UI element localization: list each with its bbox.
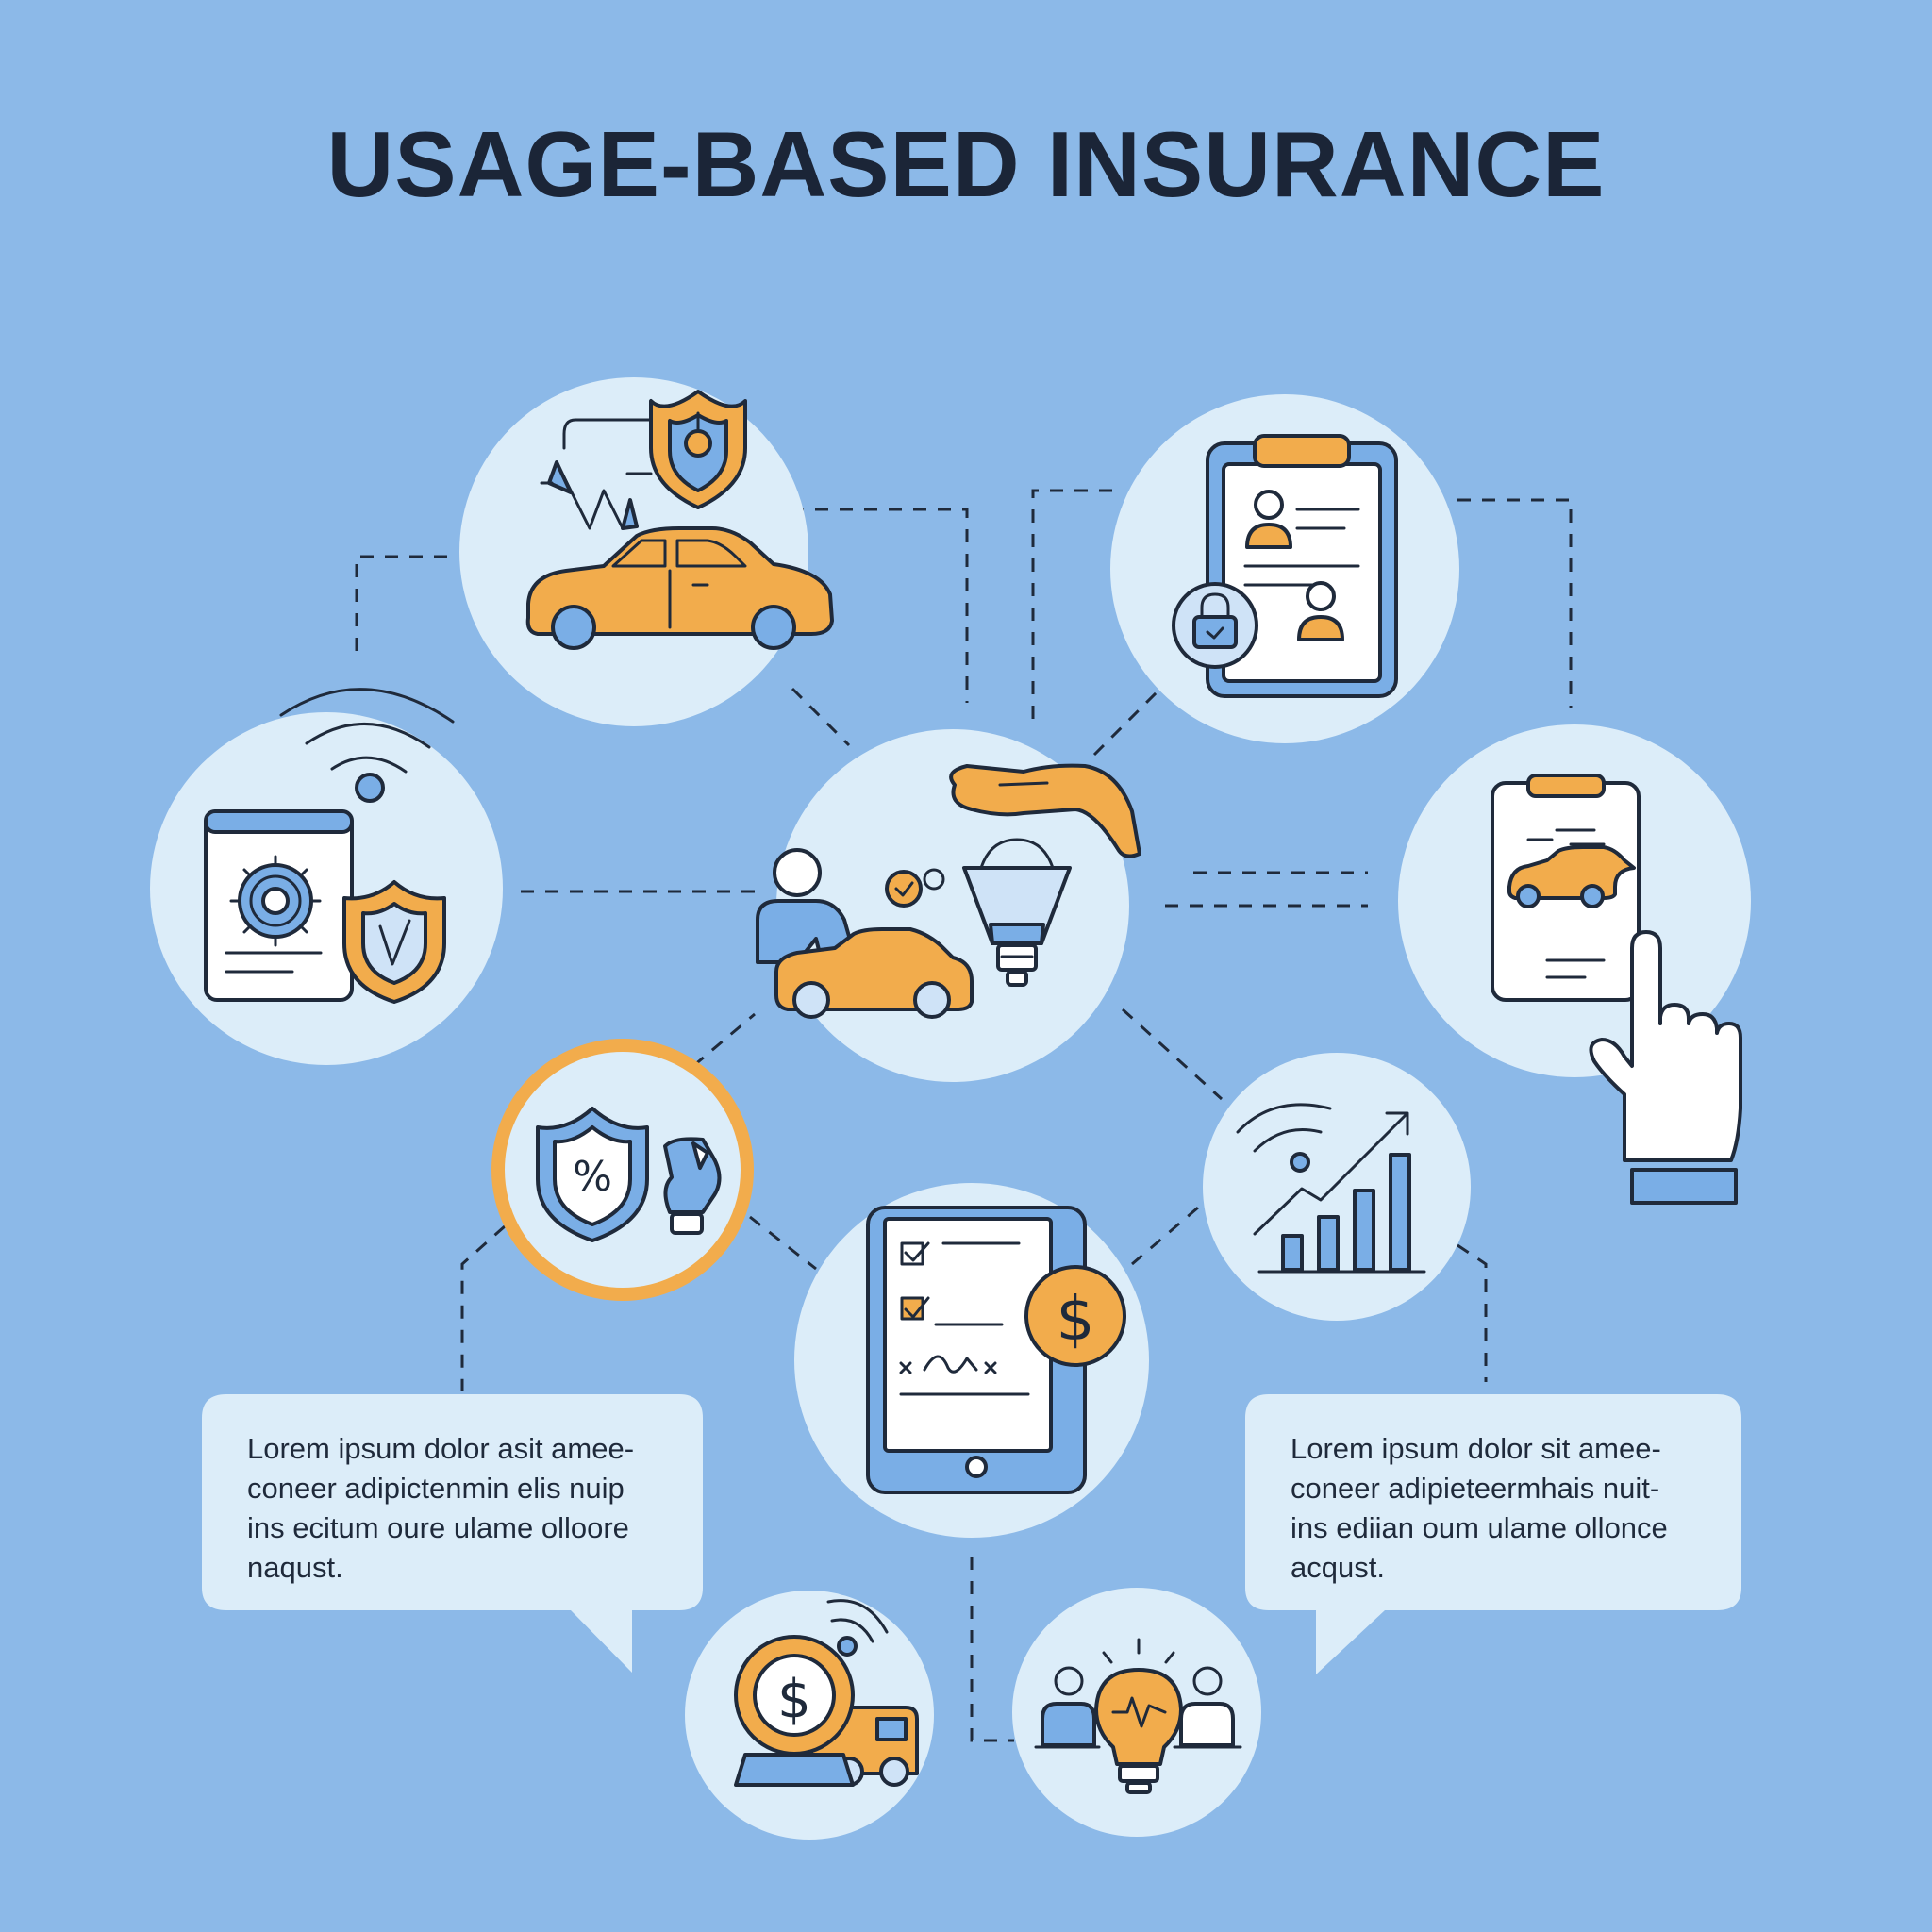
shield-check-icon <box>342 880 446 1004</box>
person-icon <box>1245 490 1292 549</box>
car-icon <box>774 927 974 1019</box>
callout-bubble-right <box>1245 1394 1741 1674</box>
callout-line: ins ecitum oure ulame olloore <box>247 1511 629 1544</box>
car-icon <box>525 526 834 650</box>
page-title: USAGE-BASED INSURANCE <box>326 112 1606 216</box>
callout-line: ins ediian oum ulame ollonce <box>1291 1511 1668 1544</box>
svg-text:$: $ <box>777 1669 811 1730</box>
car-icon <box>1507 845 1636 908</box>
bulb-icon <box>663 1137 722 1235</box>
hand-icon <box>949 763 1141 858</box>
callout-line: naqust. <box>247 1551 343 1584</box>
callout-line: Lorem ipsum dolor asit amee- <box>247 1432 635 1465</box>
callout-line: Lorem ipsum dolor sit amee- <box>1291 1432 1661 1465</box>
driver-icon <box>756 848 856 964</box>
dollar-coin-icon: $ <box>734 1635 855 1787</box>
callout-line: acqust. <box>1291 1551 1385 1584</box>
tablet-checklist-icon <box>866 1206 1087 1494</box>
callout-text-left: Lorem ipsum dolor asit amee- coneer adip… <box>247 1429 634 1588</box>
dollar-coin-icon: $ <box>1024 1265 1126 1367</box>
funnel-bulb-icon <box>962 838 1072 987</box>
callout-line: coneer adipictenmin elis nuip <box>247 1472 625 1505</box>
wifi-signal-icon <box>279 688 455 803</box>
wifi-signal-icon <box>1236 1103 1332 1173</box>
wifi-signal-icon <box>826 1599 889 1657</box>
node-circles <box>150 377 1751 1840</box>
person-icon <box>1297 581 1344 641</box>
pointing-hand-icon <box>1589 930 1742 1205</box>
check-badge-icon <box>885 868 945 908</box>
node-analytics <box>1203 1053 1471 1321</box>
lightbulb-icon <box>1094 1638 1183 1794</box>
callout-text-right: Lorem ipsum dolor sit amee- coneer adipi… <box>1291 1429 1668 1588</box>
callout-bubble-left <box>202 1394 703 1673</box>
person-icon <box>1034 1666 1101 1749</box>
person-icon <box>1173 1666 1242 1749</box>
percent-shield-icon: % <box>536 1107 649 1242</box>
callout-line: coneer adipieteermhais nuit- <box>1291 1472 1660 1505</box>
lock-icon <box>1172 582 1258 669</box>
trend-arrow-icon <box>1253 1111 1409 1236</box>
svg-text:$: $ <box>1057 1285 1095 1355</box>
direction-arrows-icon <box>540 460 639 530</box>
bar-chart-icon <box>1257 1153 1426 1274</box>
svg-text:%: % <box>573 1153 612 1201</box>
gear-icon <box>229 855 322 947</box>
shield-location-icon <box>562 390 747 509</box>
